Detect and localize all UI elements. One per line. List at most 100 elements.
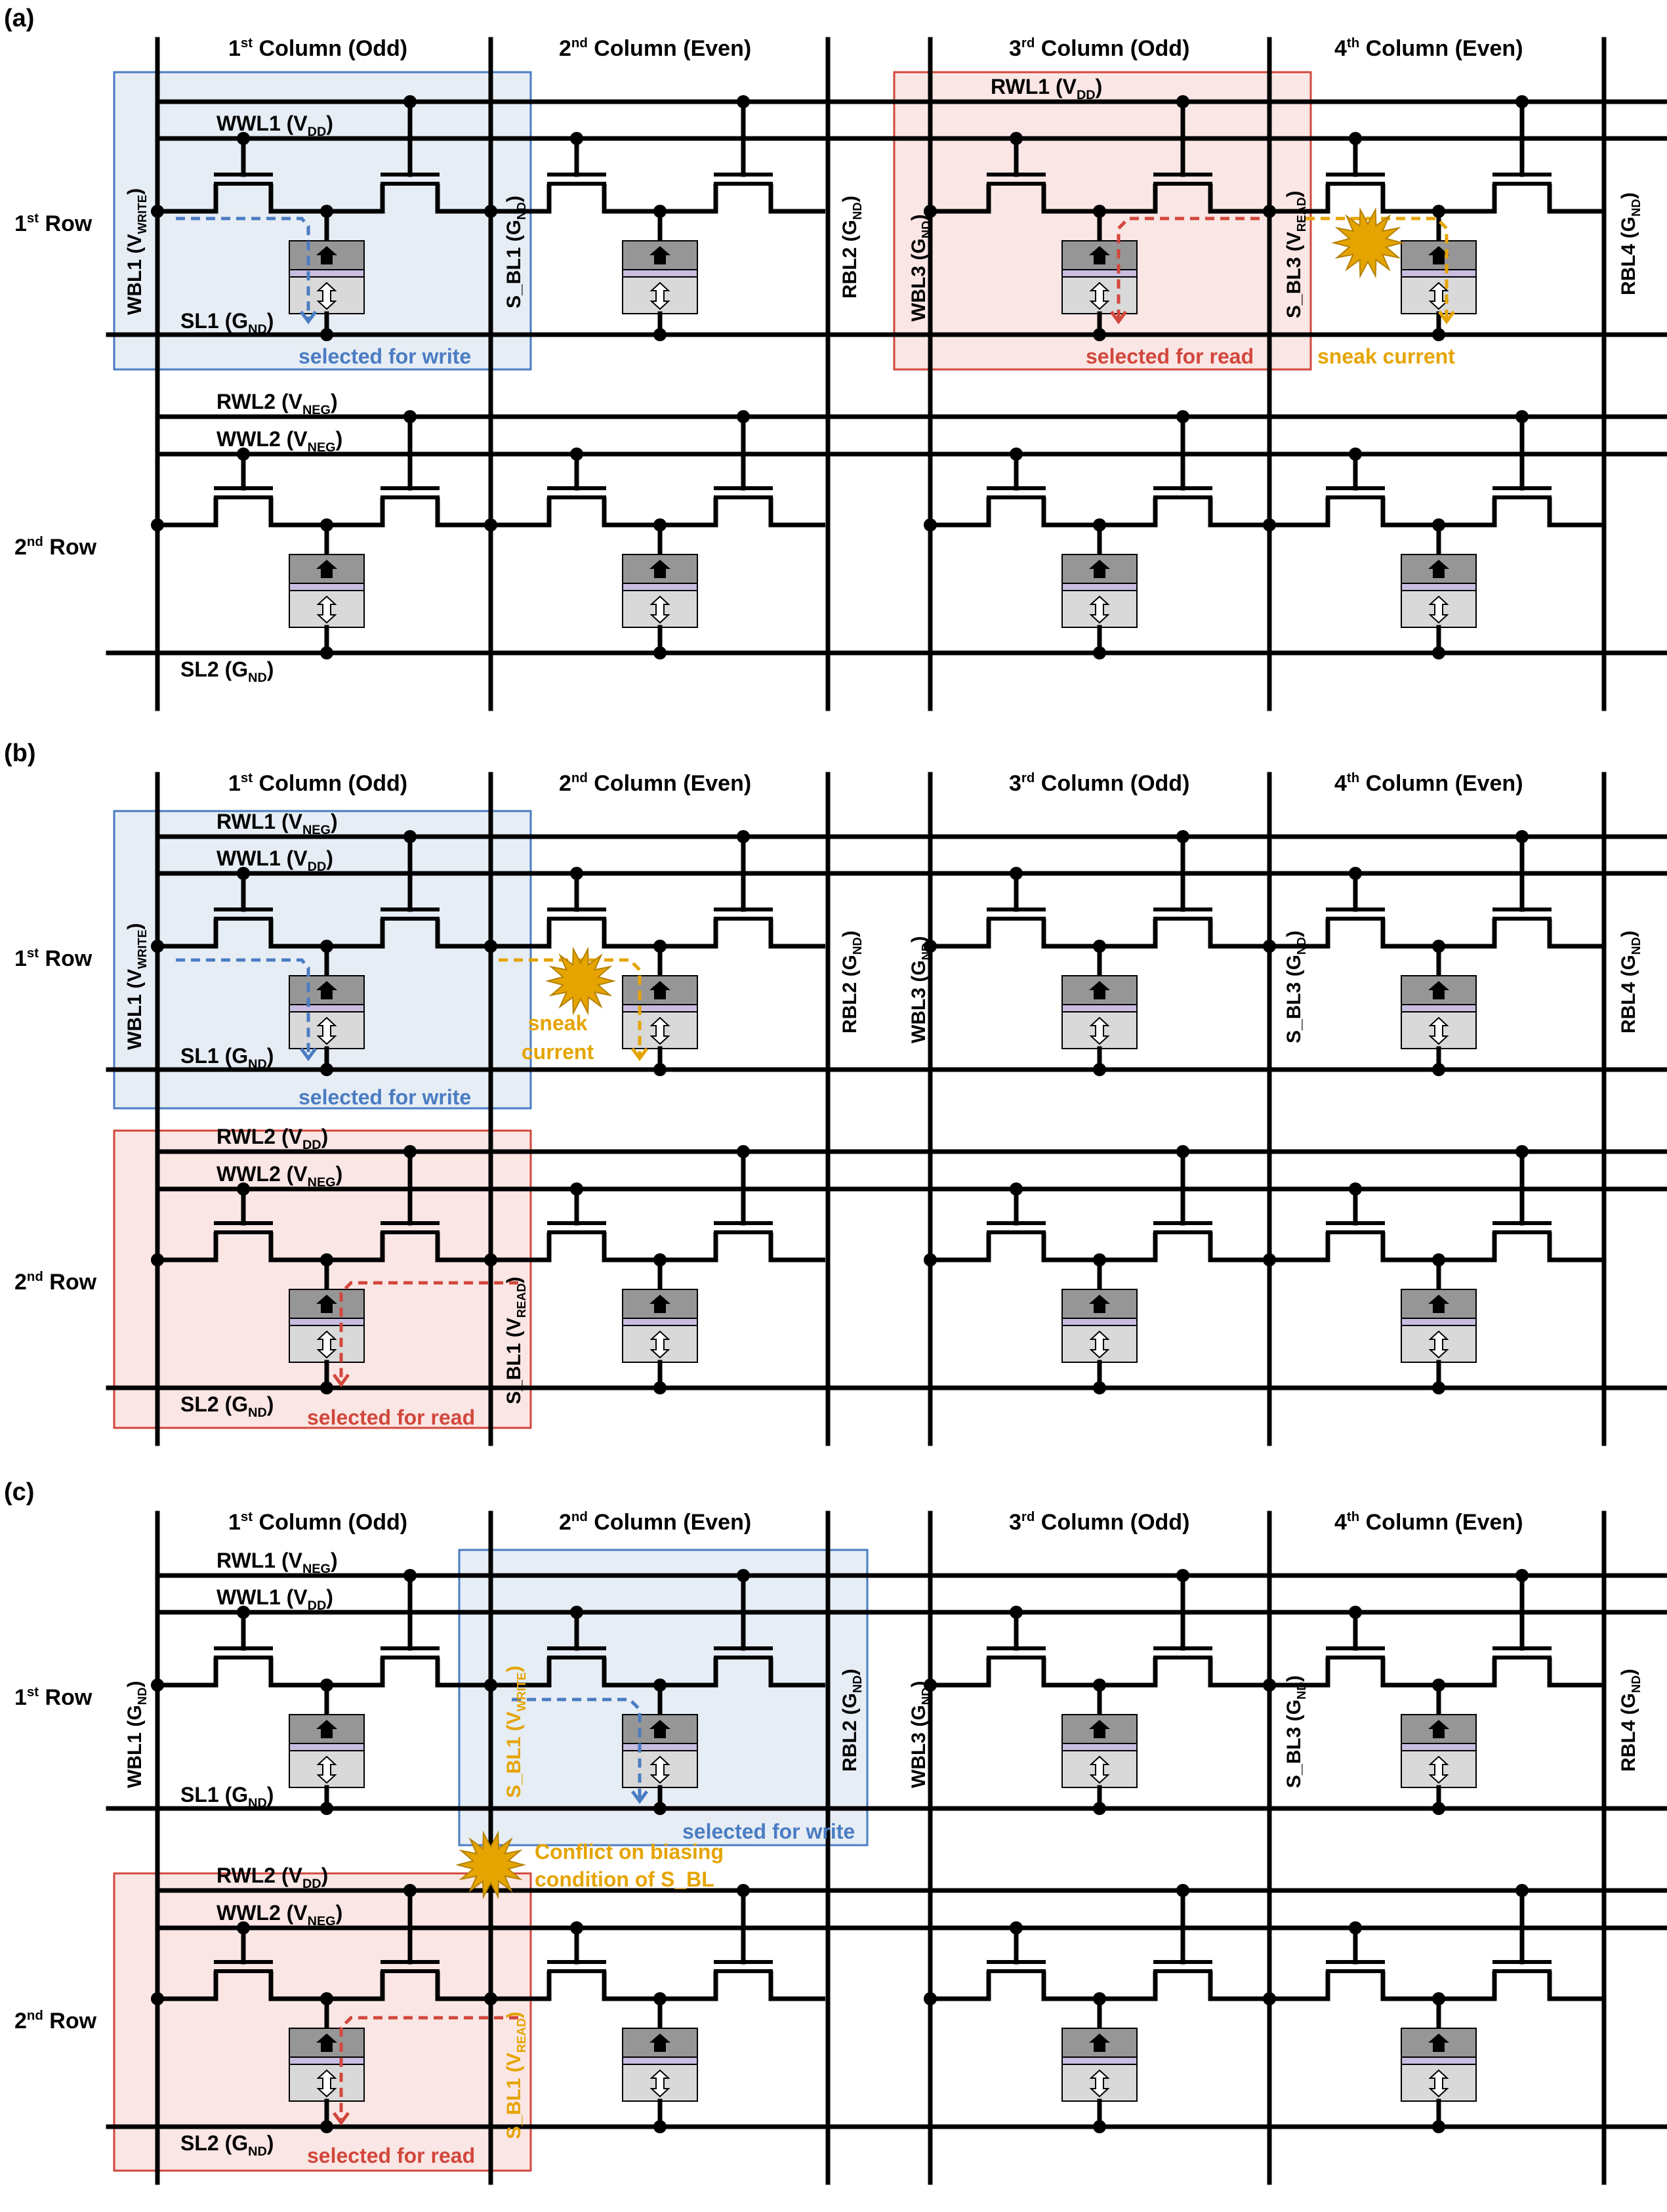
junction-dot xyxy=(320,646,333,659)
column-heading: 1st Column (Odd) xyxy=(228,1510,407,1535)
label-base: 3 xyxy=(1009,771,1021,796)
label-base: 1 xyxy=(14,211,27,236)
label-end: Column (Even) xyxy=(588,771,751,796)
junction-dot xyxy=(151,518,164,532)
label-end: ) xyxy=(908,1680,930,1687)
label-subscript: DD xyxy=(308,860,327,874)
label-end: ) xyxy=(326,1585,333,1609)
label-end: Column (Even) xyxy=(1359,36,1523,61)
label-end: ) xyxy=(267,1044,274,1068)
source-wire xyxy=(930,919,991,949)
label-subscript: ND xyxy=(248,1406,267,1420)
label-end: ) xyxy=(1618,1669,1639,1675)
source-wire xyxy=(435,1971,492,2001)
label-subscript: ND xyxy=(135,1687,149,1705)
label-base: WBL1 (V xyxy=(124,234,146,315)
label-base: RWL2 (V xyxy=(216,1864,303,1887)
bidirectional-arrow-icon xyxy=(316,282,337,310)
up-arrow-icon xyxy=(316,246,337,264)
labels: (a)1st Column (Odd)2nd Column (Even)3rd … xyxy=(4,5,1643,2167)
wwl-label: WWL2 (VNEG) xyxy=(216,1162,342,1190)
junction-dot xyxy=(151,940,164,953)
up-arrow-icon xyxy=(316,2034,337,2052)
sneak-label: current xyxy=(522,1040,594,1064)
label-subscript: NEG xyxy=(302,1562,331,1576)
source-wire xyxy=(768,184,825,214)
source-wire xyxy=(157,497,218,528)
source-wire xyxy=(1269,497,1330,528)
column-heading: 4th Column (Even) xyxy=(1334,36,1523,61)
rwl-label: RWL1 (VNEG) xyxy=(216,1549,338,1576)
label-base: 1 xyxy=(14,1685,27,1710)
bit-line-label: S_BL1 (VREAD) xyxy=(503,1277,528,1404)
label-subscript: ND xyxy=(248,1057,267,1072)
label-end: Column (Even) xyxy=(1359,1510,1523,1535)
source-wire xyxy=(1269,1971,1330,2001)
panel-b xyxy=(151,830,1604,1394)
source-wire xyxy=(930,497,991,528)
conflict-label: Conflict on biasing xyxy=(535,1840,724,1864)
write-current-path-head xyxy=(630,1790,649,1805)
label-end: Column (Odd) xyxy=(253,771,407,796)
selected-read-label: selected for read xyxy=(307,1406,475,1429)
label-subscript: DD xyxy=(302,1877,321,1891)
read-current-path-head xyxy=(1109,310,1128,325)
label-end: Column (Odd) xyxy=(253,1510,407,1535)
sneak-current-path-head xyxy=(1437,310,1456,325)
label-subscript: ND xyxy=(919,1687,933,1705)
label-subscript: ND xyxy=(248,2144,267,2159)
label-base: RBL4 (G xyxy=(1618,955,1639,1033)
label-superscript: th xyxy=(1347,771,1359,785)
up-arrow-icon xyxy=(1428,246,1449,264)
label-base: RWL1 (V xyxy=(991,75,1077,98)
source-wire xyxy=(157,1658,218,1688)
junction-dot xyxy=(653,2120,667,2133)
bit-line-label: S_BL3 (GND) xyxy=(1283,1675,1308,1788)
label-end: ) xyxy=(1096,75,1103,98)
label-subscript: ND xyxy=(1629,937,1643,955)
junction-dot xyxy=(320,328,333,341)
rwl-label: RWL2 (VDD) xyxy=(216,1125,328,1152)
label-base: 4 xyxy=(1334,1510,1347,1535)
junction-dot xyxy=(320,2120,333,2133)
label-base: SL1 (G xyxy=(180,1783,248,1806)
label-end: ) xyxy=(267,2131,274,2155)
mtj-barrier xyxy=(289,2056,365,2065)
junction-dot xyxy=(151,205,164,218)
selected-read-box xyxy=(893,71,1312,371)
up-arrow-icon xyxy=(649,560,670,578)
up-arrow-icon xyxy=(1089,1295,1110,1313)
source-wire xyxy=(491,1232,552,1263)
bidirectional-arrow-icon xyxy=(649,2069,670,2098)
label-base: RWL2 (V xyxy=(216,1125,303,1148)
mtj-barrier xyxy=(1401,583,1477,591)
junction-dot xyxy=(653,646,667,659)
label-end: ) xyxy=(1283,1675,1305,1682)
source-wire xyxy=(435,497,492,528)
junction-dot xyxy=(484,1992,497,2005)
bidirectional-arrow-icon xyxy=(1089,282,1110,310)
label-base: 2 xyxy=(559,771,571,796)
source-wire xyxy=(930,1971,991,2001)
wwl-label: WWL1 (VDD) xyxy=(216,846,333,874)
bidirectional-arrow-icon xyxy=(649,595,670,624)
label-superscript: nd xyxy=(571,1510,588,1524)
column-heading: 2nd Column (Even) xyxy=(559,771,751,796)
label-end: ) xyxy=(908,214,930,220)
source-wire xyxy=(157,919,218,949)
label-superscript: st xyxy=(27,946,39,961)
bit-line-label: S_BL3 (VREAD) xyxy=(1283,191,1308,318)
up-arrow-icon xyxy=(1428,2034,1449,2052)
mtj-barrier xyxy=(1061,583,1138,591)
junction-dot xyxy=(1432,646,1445,659)
read-current-path-head xyxy=(332,2112,350,2126)
label-base: WBL1 (V xyxy=(124,969,146,1050)
label-base: SL2 (G xyxy=(180,657,248,681)
label-end: ) xyxy=(321,1864,329,1887)
label-subscript: ND xyxy=(514,202,528,220)
up-arrow-icon xyxy=(1089,981,1110,999)
label-end: ) xyxy=(336,427,343,451)
up-arrow-icon xyxy=(316,1295,337,1313)
label-end: ) xyxy=(321,1125,329,1148)
